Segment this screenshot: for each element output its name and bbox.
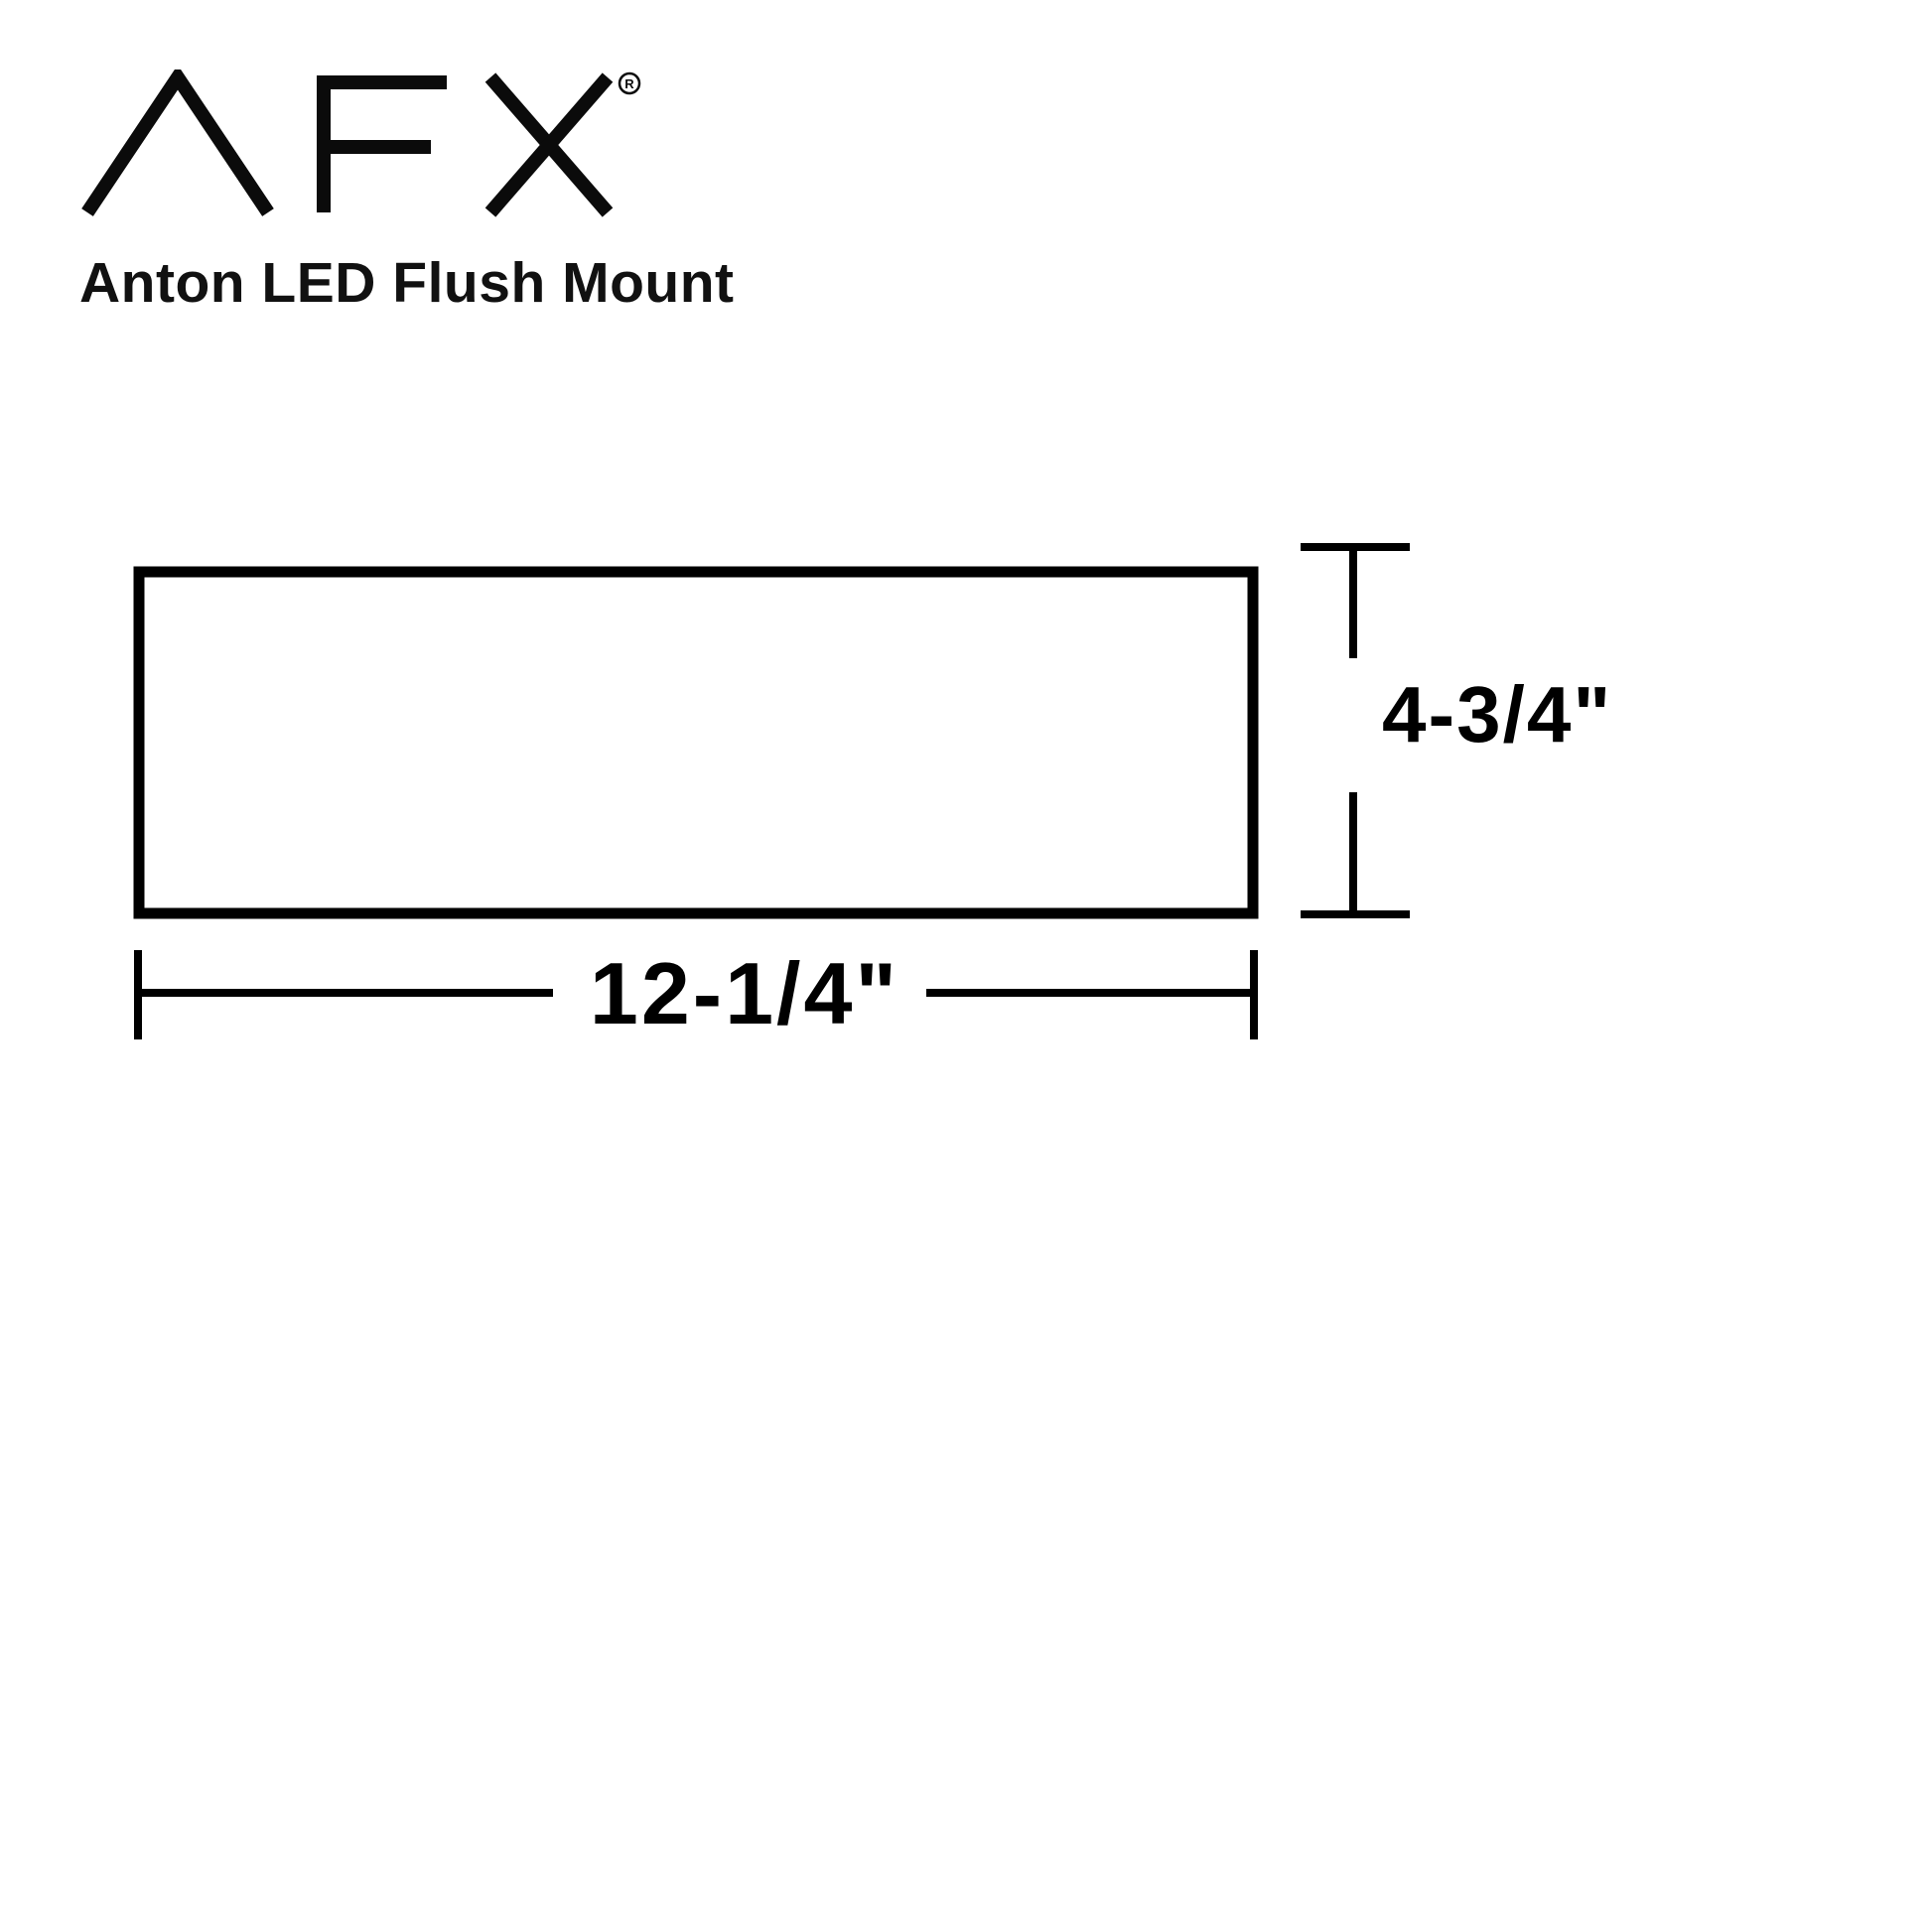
registered-trademark-icon: R xyxy=(618,71,641,95)
logo-letter-x xyxy=(484,72,614,217)
afx-logo-graphic: R xyxy=(81,69,641,217)
svg-text:R: R xyxy=(624,76,634,91)
afx-logo: R xyxy=(77,69,653,220)
width-dimension-line xyxy=(134,950,1258,1039)
logo-letter-f xyxy=(317,75,447,212)
fixture-outline xyxy=(133,566,1259,919)
product-title: Anton LED Flush Mount xyxy=(79,251,735,315)
height-dimension-label: 4-3/4" xyxy=(1382,670,1613,759)
width-dimension-label: 12-1/4" xyxy=(589,944,900,1042)
logo-letter-a xyxy=(81,69,274,216)
height-dimension-line xyxy=(1301,543,1410,918)
